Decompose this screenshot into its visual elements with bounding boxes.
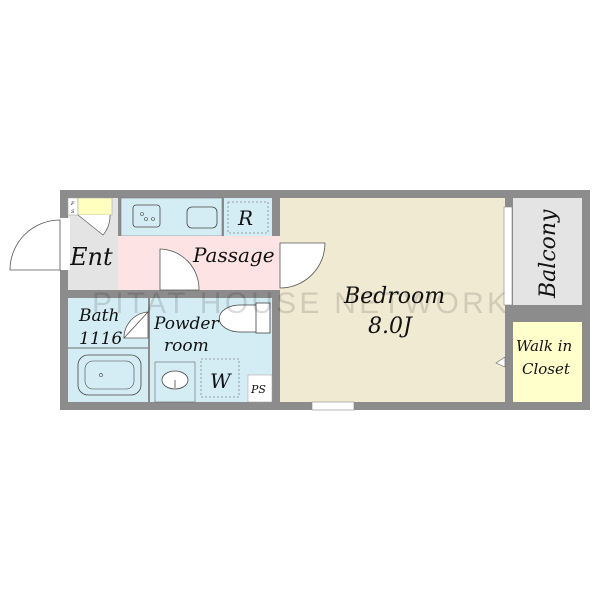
- passage-label: Passage: [192, 243, 275, 267]
- washer-label: W: [210, 369, 232, 393]
- watermark: PITAT HOUSE NETWORK: [92, 287, 507, 320]
- passage-area: [118, 236, 280, 290]
- bedroom-door[interactable]: [279, 242, 326, 289]
- stove-icon: [132, 204, 161, 228]
- sink-icon: [186, 206, 218, 229]
- bath-label: Bath: [78, 306, 119, 326]
- closet-door[interactable]: [495, 356, 506, 368]
- bath-door[interactable]: [123, 310, 149, 339]
- refrigerator-space: [224, 198, 272, 236]
- balcony-label: Balcony: [536, 209, 561, 299]
- balcony-area: [513, 198, 582, 305]
- shoe-box: [77, 197, 113, 216]
- pipe-space-label: PS: [250, 383, 266, 396]
- fs-label-f: F: [70, 201, 75, 207]
- bedroom-size-label: 8.0J: [368, 314, 413, 339]
- powder-room-label-1: Powder: [153, 314, 219, 334]
- entrance-label: Ent: [69, 243, 113, 271]
- powder-room-door[interactable]: [159, 248, 200, 291]
- balcony-window[interactable]: [503, 206, 513, 306]
- closet-area: [513, 322, 582, 402]
- shoe-box-door: [77, 214, 111, 236]
- closet-label-1: Walk in: [516, 337, 572, 355]
- bath-size-label: 1116: [79, 329, 122, 349]
- pipe-space: [247, 374, 273, 403]
- powder-room-label-2: room: [164, 336, 209, 356]
- fs-label-s: S: [71, 209, 75, 215]
- refrigerator-outline: [227, 201, 269, 234]
- entry-door-opening: [58, 218, 70, 270]
- closet-label-2: Closet: [522, 360, 571, 378]
- washer-space: [200, 358, 240, 398]
- bathtub-icon: [77, 354, 142, 396]
- bedroom-label: Bedroom: [343, 284, 445, 309]
- entry-door[interactable]: [9, 219, 61, 271]
- bedroom-area: [280, 198, 505, 402]
- window-south: [311, 401, 355, 411]
- refrigerator-label: R: [237, 206, 253, 230]
